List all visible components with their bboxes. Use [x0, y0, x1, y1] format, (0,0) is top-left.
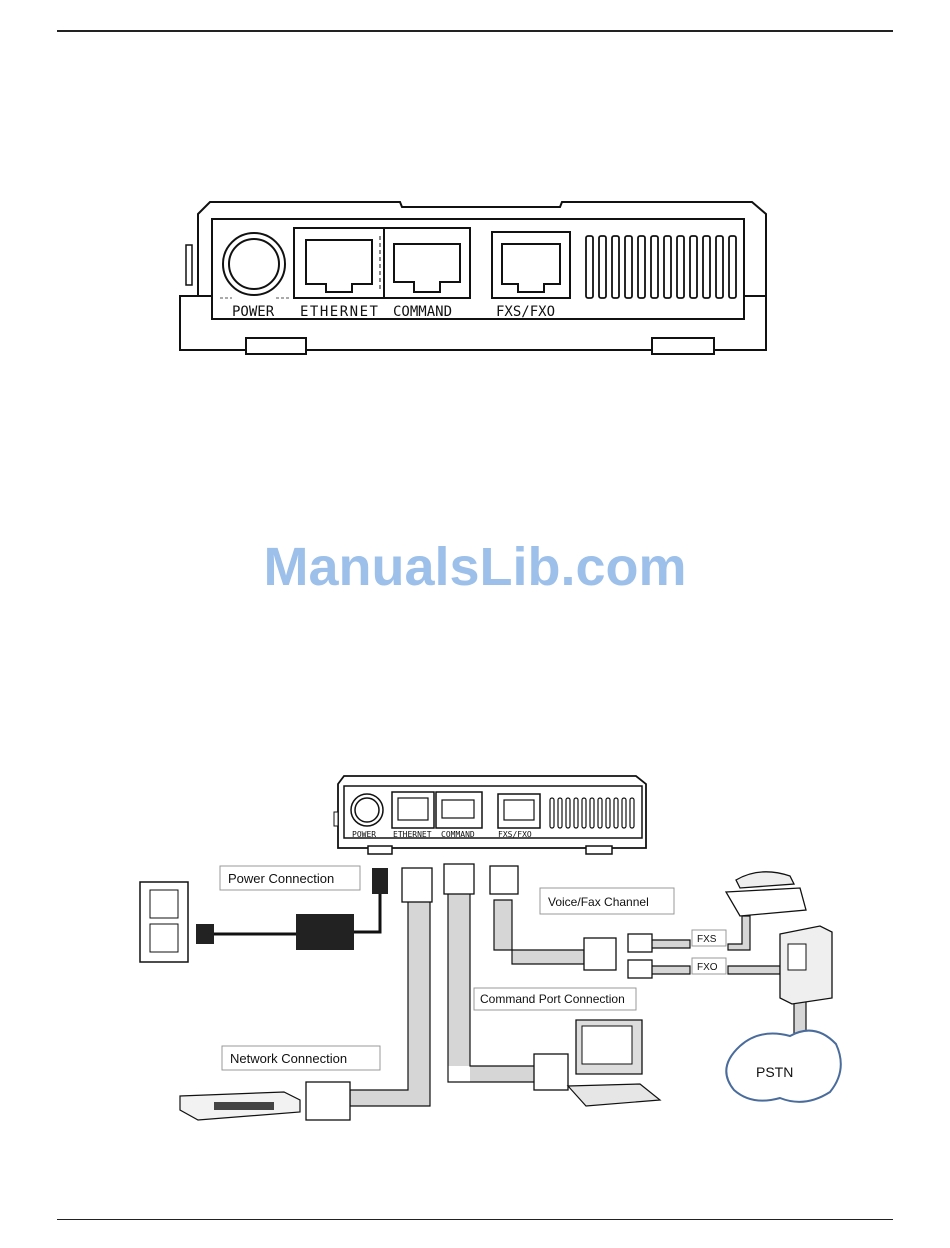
small-label-power: POWER — [352, 830, 376, 839]
small-label-fxs-fxo: FXS/FXO — [498, 830, 532, 839]
vent-slot — [638, 236, 645, 298]
foot-left — [246, 338, 306, 354]
network-device-icon — [180, 1092, 300, 1120]
pbx-server-icon — [780, 926, 832, 1004]
command-port-icon — [384, 228, 470, 298]
vent-slot — [558, 798, 562, 828]
vent-slot — [590, 798, 594, 828]
callout-command: Command Port Connection — [480, 992, 625, 1006]
vent-slot — [622, 798, 626, 828]
side-switch-icon — [186, 245, 192, 285]
footer-rule — [57, 1219, 893, 1220]
rj-connectors — [306, 864, 652, 1120]
label-fxs-fxo: FXS/FXO — [496, 304, 555, 320]
power-adapter-icon — [140, 868, 388, 962]
callout-boxes — [220, 866, 726, 1070]
callout-power: Power Connection — [228, 871, 334, 886]
label-fxs-line: FXS — [697, 934, 717, 945]
front-panel-figure: POWER ETHERNET COMMAND FXS/FXO — [0, 0, 950, 400]
vent-slot — [703, 236, 710, 298]
vent-slot — [690, 236, 697, 298]
vent-slot — [606, 798, 610, 828]
vent-slot — [586, 236, 593, 298]
label-fxo-line: FXO — [697, 962, 718, 973]
vent-slot — [630, 798, 634, 828]
label-power: POWER — [232, 304, 275, 320]
vent-slot — [550, 798, 554, 828]
small-label-command: COMMAND — [441, 830, 475, 839]
pstn-cloud-icon: PSTN — [726, 1031, 841, 1102]
vent-slot — [598, 798, 602, 828]
vent-slot — [582, 798, 586, 828]
vent-slot — [664, 236, 671, 298]
vent-slot — [612, 236, 619, 298]
vent-slot — [599, 236, 606, 298]
telephone-icon — [726, 872, 806, 916]
ethernet-port-icon — [294, 228, 384, 298]
cables — [350, 890, 806, 1106]
foot-right — [652, 338, 714, 354]
label-command: COMMAND — [393, 304, 452, 320]
vent-slot — [566, 798, 570, 828]
vent-slot — [614, 798, 618, 828]
vent-slot — [677, 236, 684, 298]
gateway-device: POWER ETHERNET COMMAND FXS/FXO — [334, 776, 646, 854]
vent-slot — [625, 236, 632, 298]
watermark-text: ManualsLib.com — [0, 536, 950, 598]
vent-slot — [651, 236, 658, 298]
label-ethernet: ETHERNET — [300, 304, 379, 320]
callout-network: Network Connection — [230, 1051, 347, 1066]
small-label-ethernet: ETHERNET — [393, 830, 432, 839]
computer-icon — [568, 1020, 660, 1106]
pstn-label: PSTN — [756, 1064, 793, 1080]
fxs-fxo-port-icon — [492, 232, 570, 298]
vent-slot — [574, 798, 578, 828]
callout-voice: Voice/Fax Channel — [548, 895, 649, 909]
vent-slot — [716, 236, 723, 298]
vent-slot — [729, 236, 736, 298]
